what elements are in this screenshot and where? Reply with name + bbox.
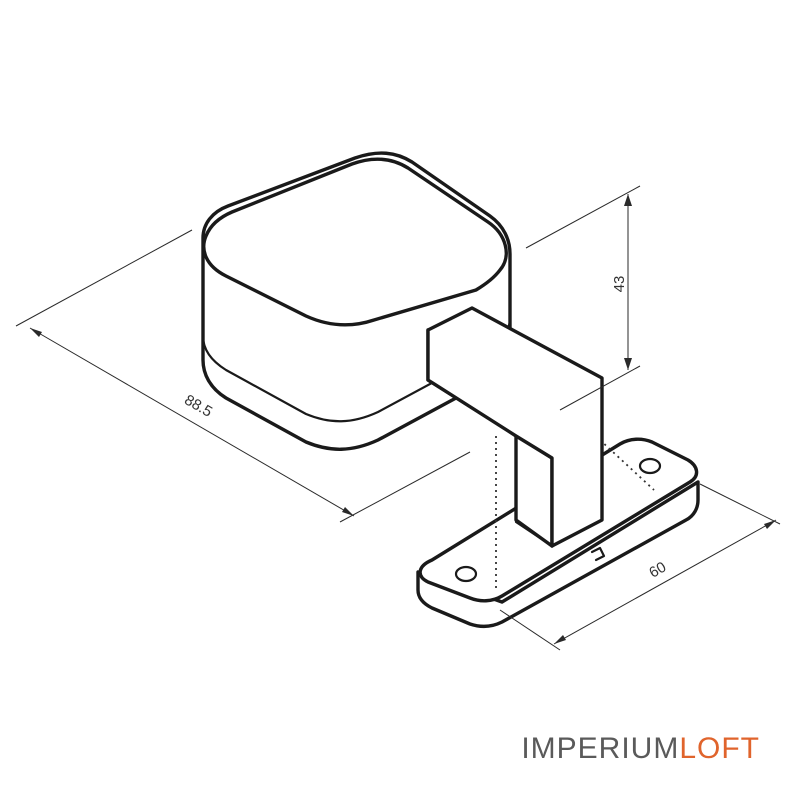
dimension-length-label: 88.5	[181, 391, 215, 420]
dimension-width: 60	[499, 483, 781, 651]
lamp-body-top	[202, 157, 508, 327]
dimension-height: 43	[525, 185, 641, 411]
brand-logo-part1: IMPERIUM	[521, 732, 680, 765]
lamp-body	[201, 151, 512, 451]
bracket-arm	[426, 306, 604, 548]
brand-logo: IMPERIUMLOFT	[521, 734, 760, 764]
bracket-arm-edge	[514, 434, 554, 548]
mounting-hole-front	[454, 565, 478, 583]
mounting-hole-back	[638, 457, 662, 475]
base-plate-side	[416, 480, 700, 629]
dimension-height-label: 43	[611, 276, 628, 293]
brand-logo-part2: LOFT	[679, 732, 760, 765]
base-plate-slot	[590, 546, 606, 562]
dimension-width-label: 60	[646, 559, 669, 582]
